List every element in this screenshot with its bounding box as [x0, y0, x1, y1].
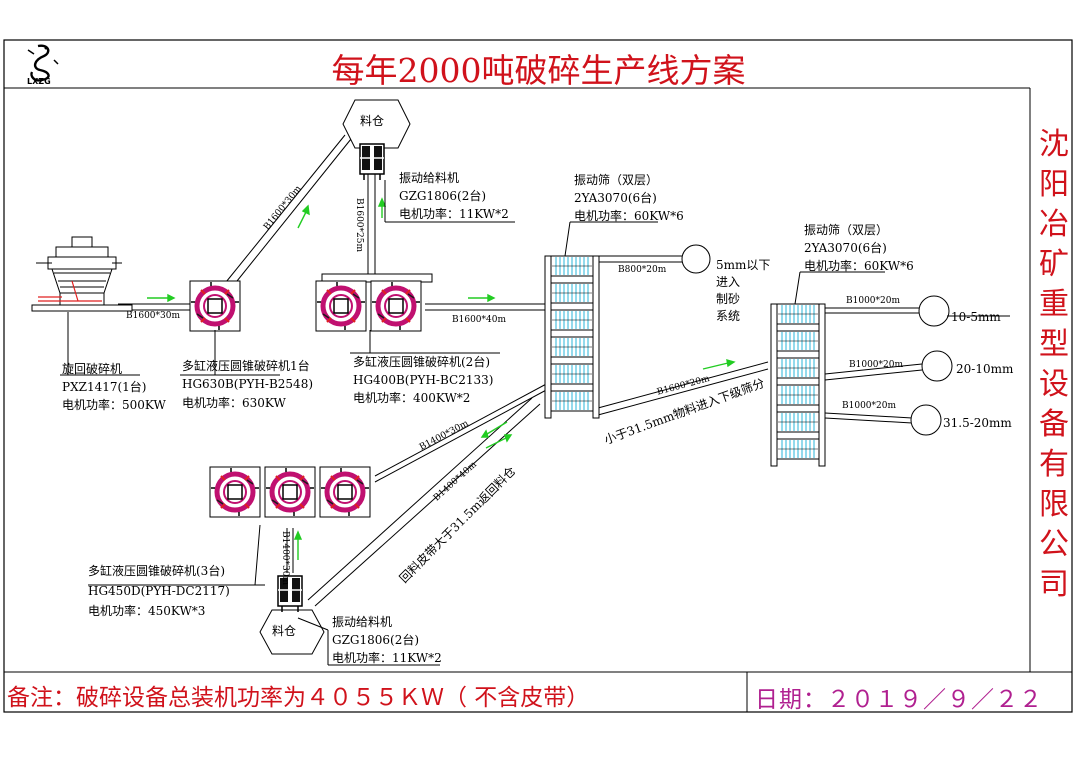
screen2-model: 2YA3070(6台) [804, 241, 887, 255]
company-char: 设 [1039, 367, 1069, 402]
company-char: 备 [1039, 407, 1069, 442]
screen1-power: 电机功率：60KW*6 [574, 209, 684, 223]
bin-bottom [259, 609, 325, 655]
remarks: 备注：破碎设备总装机功率为４０５５ＫＷ（ 不含皮带） [7, 685, 590, 711]
gyratory-model: PXZ1417(1台) [62, 380, 147, 394]
company-char: 限 [1039, 487, 1069, 522]
feeder-top-model: GZG1806(2台) [399, 189, 487, 203]
cone1-name: 多缸液压圆锥破碎机1台 [182, 359, 310, 373]
product-pile-2 [921, 350, 953, 382]
product-label: 10-5mm [951, 310, 1001, 324]
outer-frame [3, 39, 1073, 713]
product-pile-1 [918, 295, 950, 327]
screen1-model: 2YA3070(6台) [574, 191, 657, 205]
screen2-name: 振动筛（双层） [804, 223, 889, 237]
company-name: 沈 阳 冶 矿 重 型 设 备 有 限 公 司 [1035, 125, 1073, 605]
belts [118, 134, 923, 607]
belt-label: B1600*25m [354, 198, 364, 253]
cone2-model: HG400B(PYH-BC2133) [353, 373, 494, 387]
product-label: 20-10mm [956, 362, 1014, 376]
cone3-name: 多缸液压圆锥破碎机(3台) [88, 564, 225, 578]
belt-label: B1600*30m [126, 311, 181, 321]
feeder-top-name: 振动给料机 [399, 171, 460, 185]
cone-crusher-2 [316, 273, 433, 331]
feeder-bottom-power: 电机功率：11KW*2 [332, 651, 442, 665]
feeder-bottom-name: 振动给料机 [332, 615, 393, 629]
gyratory-crusher [31, 236, 133, 312]
company-char: 沈 [1039, 127, 1069, 162]
product-label: 31.5-20mm [943, 416, 1012, 430]
company-char: 矿 [1039, 247, 1069, 282]
company-char: 重 [1039, 287, 1069, 322]
cone3-power: 电机功率：450KW*3 [88, 604, 206, 618]
page-title: 每年2000吨破碎生产线方案 [331, 51, 746, 90]
leader-lines [60, 180, 1010, 666]
vibrating-screen-1 [544, 255, 600, 419]
company-logo [27, 44, 59, 82]
belt-label: B1600*40m [452, 315, 507, 325]
sand-output-pile [681, 244, 711, 274]
logo-text: LXZG [27, 77, 51, 86]
sand-line: 5mm以下 [716, 258, 771, 272]
cone3-model: HG450D(PYH-DC2117) [88, 584, 230, 598]
belt-label: B1000*20m [849, 360, 904, 370]
bin-top [342, 99, 411, 149]
cone2-power: 电机功率：400KW*2 [353, 391, 471, 405]
cone-crusher-3 [210, 467, 370, 517]
company-char: 型 [1039, 327, 1069, 362]
belt-label: B1000*20m [846, 296, 901, 306]
feeder-top-power: 电机功率：11KW*2 [399, 207, 509, 221]
gyratory-name: 旋回破碎机 [62, 362, 123, 376]
company-char: 有 [1039, 447, 1069, 482]
flow-arrows [147, 197, 736, 560]
bin-top-label: 料仓 [360, 114, 385, 128]
company-char: 公 [1039, 527, 1069, 562]
cone-crusher-1 [190, 281, 240, 331]
company-char: 司 [1039, 567, 1069, 602]
feeder-bottom-model: GZG1806(2台) [332, 633, 420, 647]
belt-label: B800*20m [618, 265, 667, 275]
date: 日期：２０１９／９／２２ [755, 687, 1043, 713]
cone2-name: 多缸液压圆锥破碎机(2台) [353, 355, 490, 369]
screen2-power: 电机功率：60KW*6 [804, 259, 914, 273]
bin-bottom-label: 料仓 [272, 624, 297, 638]
sand-line: 制砂 [716, 292, 741, 306]
cone1-power: 电机功率：630KW [182, 396, 286, 410]
vibrating-screen-2 [770, 303, 826, 467]
vibrating-feeder-top [359, 143, 385, 181]
sand-line: 系统 [716, 309, 741, 323]
belt-label: B1400*30m [280, 531, 290, 586]
sand-line: 进入 [716, 275, 741, 289]
screen1-name: 振动筛（双层） [574, 173, 659, 187]
product-pile-3 [910, 404, 942, 436]
company-char: 冶 [1039, 207, 1069, 242]
gyratory-power: 电机功率：500KW [62, 398, 166, 412]
belt-label: B1000*20m [842, 401, 897, 411]
cone1-model: HG630B(PYH-B2548) [182, 377, 314, 391]
company-char: 阳 [1039, 167, 1069, 202]
